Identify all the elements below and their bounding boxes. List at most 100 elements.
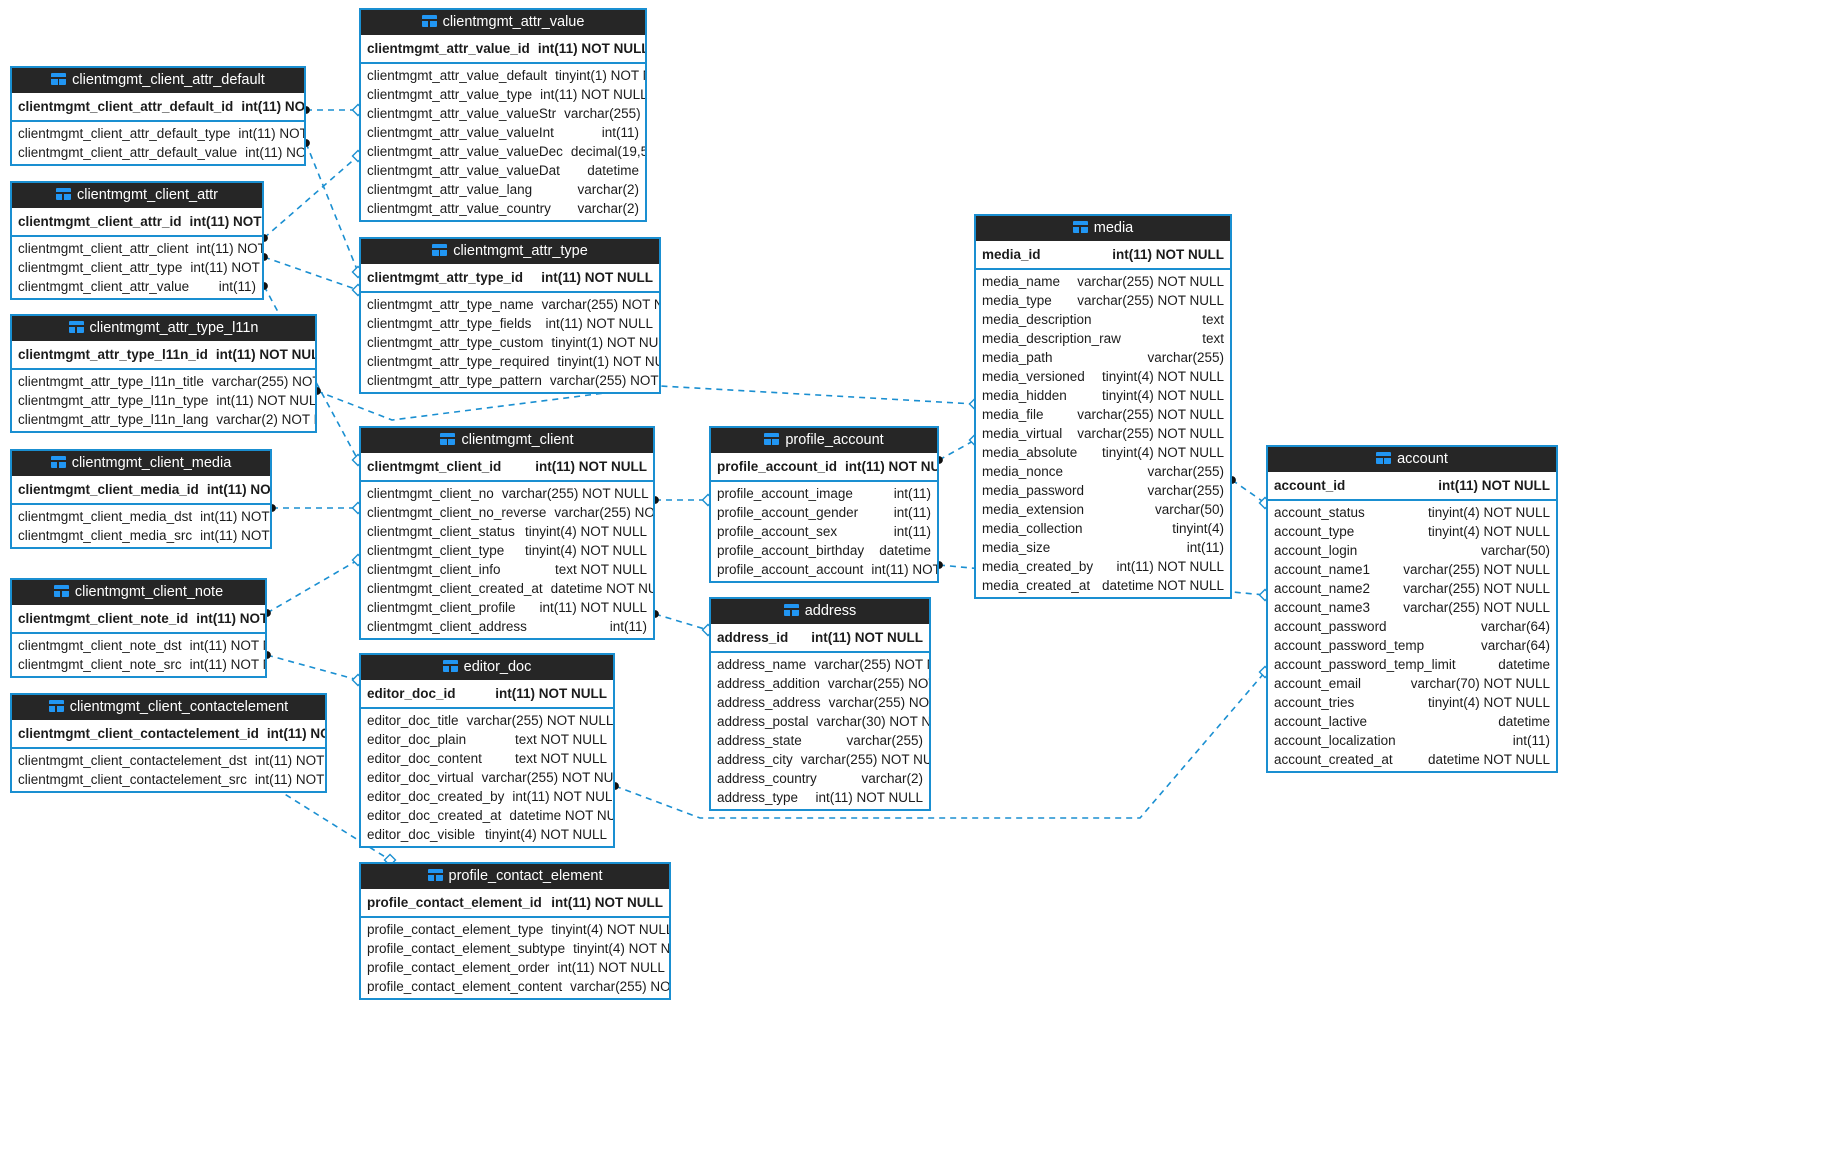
table-header-profile_contact_element[interactable]: profile_contact_element <box>361 864 669 889</box>
table-clientmgmt_client_contactelement[interactable]: clientmgmt_client_contactelement clientmg… <box>10 693 327 793</box>
table-clientmgmt_attr_value[interactable]: clientmgmt_attr_value clientmgmt_attr_val… <box>359 8 647 222</box>
table-header-clientmgmt_attr_value[interactable]: clientmgmt_attr_value <box>361 10 645 35</box>
table-header-clientmgmt_attr_type[interactable]: clientmgmt_attr_type <box>361 239 659 264</box>
table-header-clientmgmt_client_note[interactable]: clientmgmt_client_note <box>12 580 265 605</box>
table-header-address[interactable]: address <box>711 599 929 624</box>
table-header-clientmgmt_client_attr[interactable]: clientmgmt_client_attr <box>12 183 262 208</box>
table-header-editor_doc[interactable]: editor_doc <box>361 655 613 680</box>
table-header-media[interactable]: media <box>976 216 1230 241</box>
table-header-profile_account[interactable]: profile_account <box>711 428 937 453</box>
table-header-account[interactable]: account <box>1268 447 1556 472</box>
table-header-clientmgmt_client_attr_default[interactable]: clientmgmt_client_attr_default <box>12 68 304 93</box>
table-header-clientmgmt_client_contactelement[interactable]: clientmgmt_client_contactelement <box>12 695 325 720</box>
